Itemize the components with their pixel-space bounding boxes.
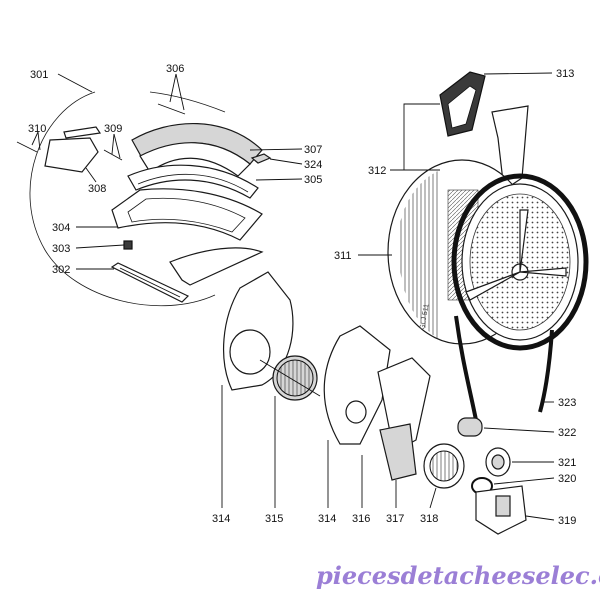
belt-323-left [454,315,478,421]
motor-shaft [259,359,321,397]
leader-305 [255,178,303,181]
label-311: 311 [334,250,352,262]
part-labels: 301 306 310 309 308 307 324 305 304 303 … [28,63,576,527]
label-313: 313 [556,68,574,80]
frame-304-inner [127,197,246,233]
knob-324 [250,153,272,164]
top-cover-307-face [139,142,251,177]
pin-310 [16,141,38,153]
plate-317 [379,423,417,481]
panel-305-edge [137,173,249,193]
belt-323-right [538,329,554,413]
assembly-outline-arc-top [149,91,226,113]
leader-309a [111,133,115,155]
leader-306a [169,73,177,103]
leader-318 [429,487,437,509]
drum-spoke-3 [519,267,567,277]
pin-309 [103,149,123,161]
label-308: 308 [88,183,106,195]
motor-315-winding [276,359,314,397]
label-322: 322 [558,427,576,439]
fan-housing-314-left-opening [229,329,271,375]
leader-307 [249,148,303,151]
label-305: 305 [304,174,322,186]
leader-324 [269,158,303,165]
label-303: 303 [52,243,70,255]
panel-305 [127,164,259,199]
drum-ribs [398,170,440,340]
belt-rim [451,173,589,351]
door-308 [44,137,99,173]
circuit-board-302-edge [119,267,181,298]
label-307: 307 [304,144,322,156]
drum-spoke-2 [519,209,529,273]
label-318: 318 [420,513,438,525]
leader-312a [390,103,440,171]
bracket-313-window [447,85,477,129]
bracket-319-slot [495,495,511,517]
label-309: 309 [104,123,122,135]
fan-housing-314-right [323,325,391,445]
rod-306 [157,103,186,115]
leader-313 [483,72,553,75]
pulley-322 [457,417,483,437]
leader-lines [31,72,555,521]
leader-310a [31,131,39,146]
ring-321-center [491,454,505,470]
assembly-outline-arc [29,91,216,307]
label-314-right: 314 [318,513,336,525]
leader-319 [525,515,555,521]
leader-322 [483,427,555,433]
label-317: 317 [386,513,404,525]
drum-spoke-1 [465,271,521,301]
fan-housing-314-right-hub [345,400,367,424]
label-301: 301 [30,69,48,81]
leader-320 [493,477,555,485]
label-319: 319 [558,515,576,527]
drum-marking: GLJ 511 [419,303,430,330]
label-320: 320 [558,473,576,485]
label-312: 312 [368,165,386,177]
label-321: 321 [558,457,576,469]
leader-310b [37,131,41,151]
label-304: 304 [52,222,70,234]
frame-304 [111,188,263,241]
leader-309b [113,133,121,159]
site-watermark: piecesdetacheeselec.com [316,561,600,590]
control-panel-assembly [16,91,272,307]
label-306: 306 [166,63,184,75]
label-310: 310 [28,123,46,135]
label-315: 315 [265,513,283,525]
fan-motor-assembly [223,271,527,535]
motor-318-winding [429,450,459,482]
leader-306b [175,73,185,111]
label-323: 323 [558,397,576,409]
part-303 [123,240,133,250]
label-314-left: 314 [212,513,230,525]
label-324: 324 [304,159,322,171]
leader-303 [75,244,125,249]
door-308-hinge [63,126,102,139]
curved-strip [169,247,264,286]
leader-301 [57,73,93,93]
label-316: 316 [352,513,370,525]
label-302: 302 [52,264,70,276]
drum-assembly: GLJ 511 [387,71,589,421]
leader-308 [85,167,97,183]
